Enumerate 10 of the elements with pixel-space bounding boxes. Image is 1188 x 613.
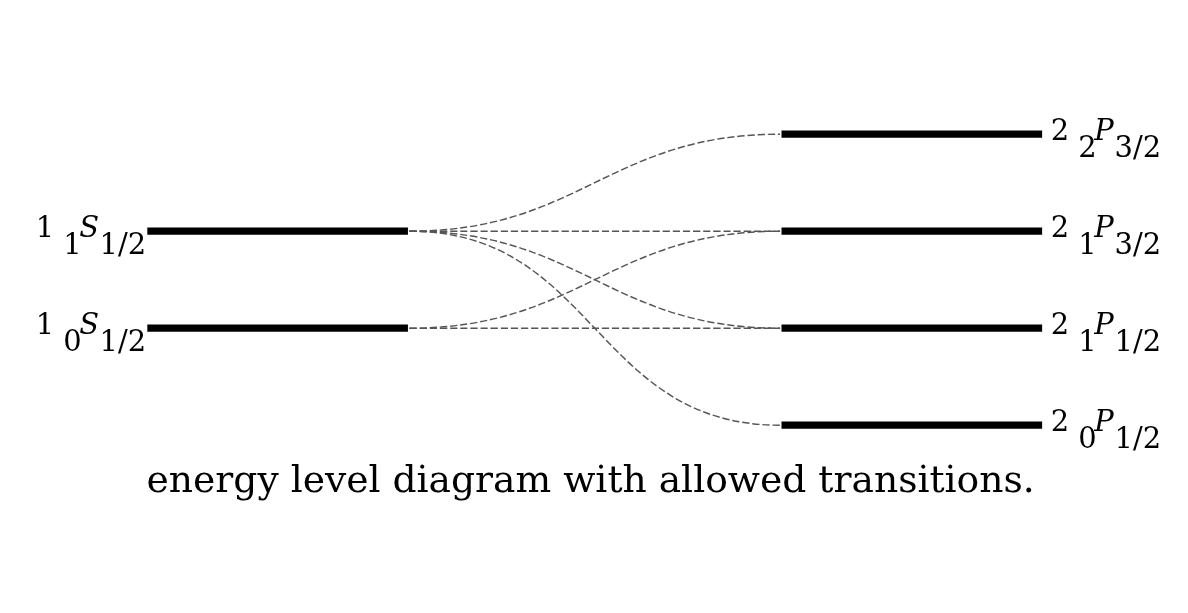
connector [408, 230, 781, 426]
node-bar [781, 324, 1043, 332]
connector [408, 230, 781, 329]
node-bar [781, 227, 1043, 235]
caption: energy level diagram with allowed transitions. [146, 456, 1035, 501]
node-bar [147, 227, 408, 235]
node-bar [781, 421, 1043, 429]
connector [408, 327, 781, 329]
node-bar [147, 324, 408, 332]
node-bar [781, 130, 1043, 138]
